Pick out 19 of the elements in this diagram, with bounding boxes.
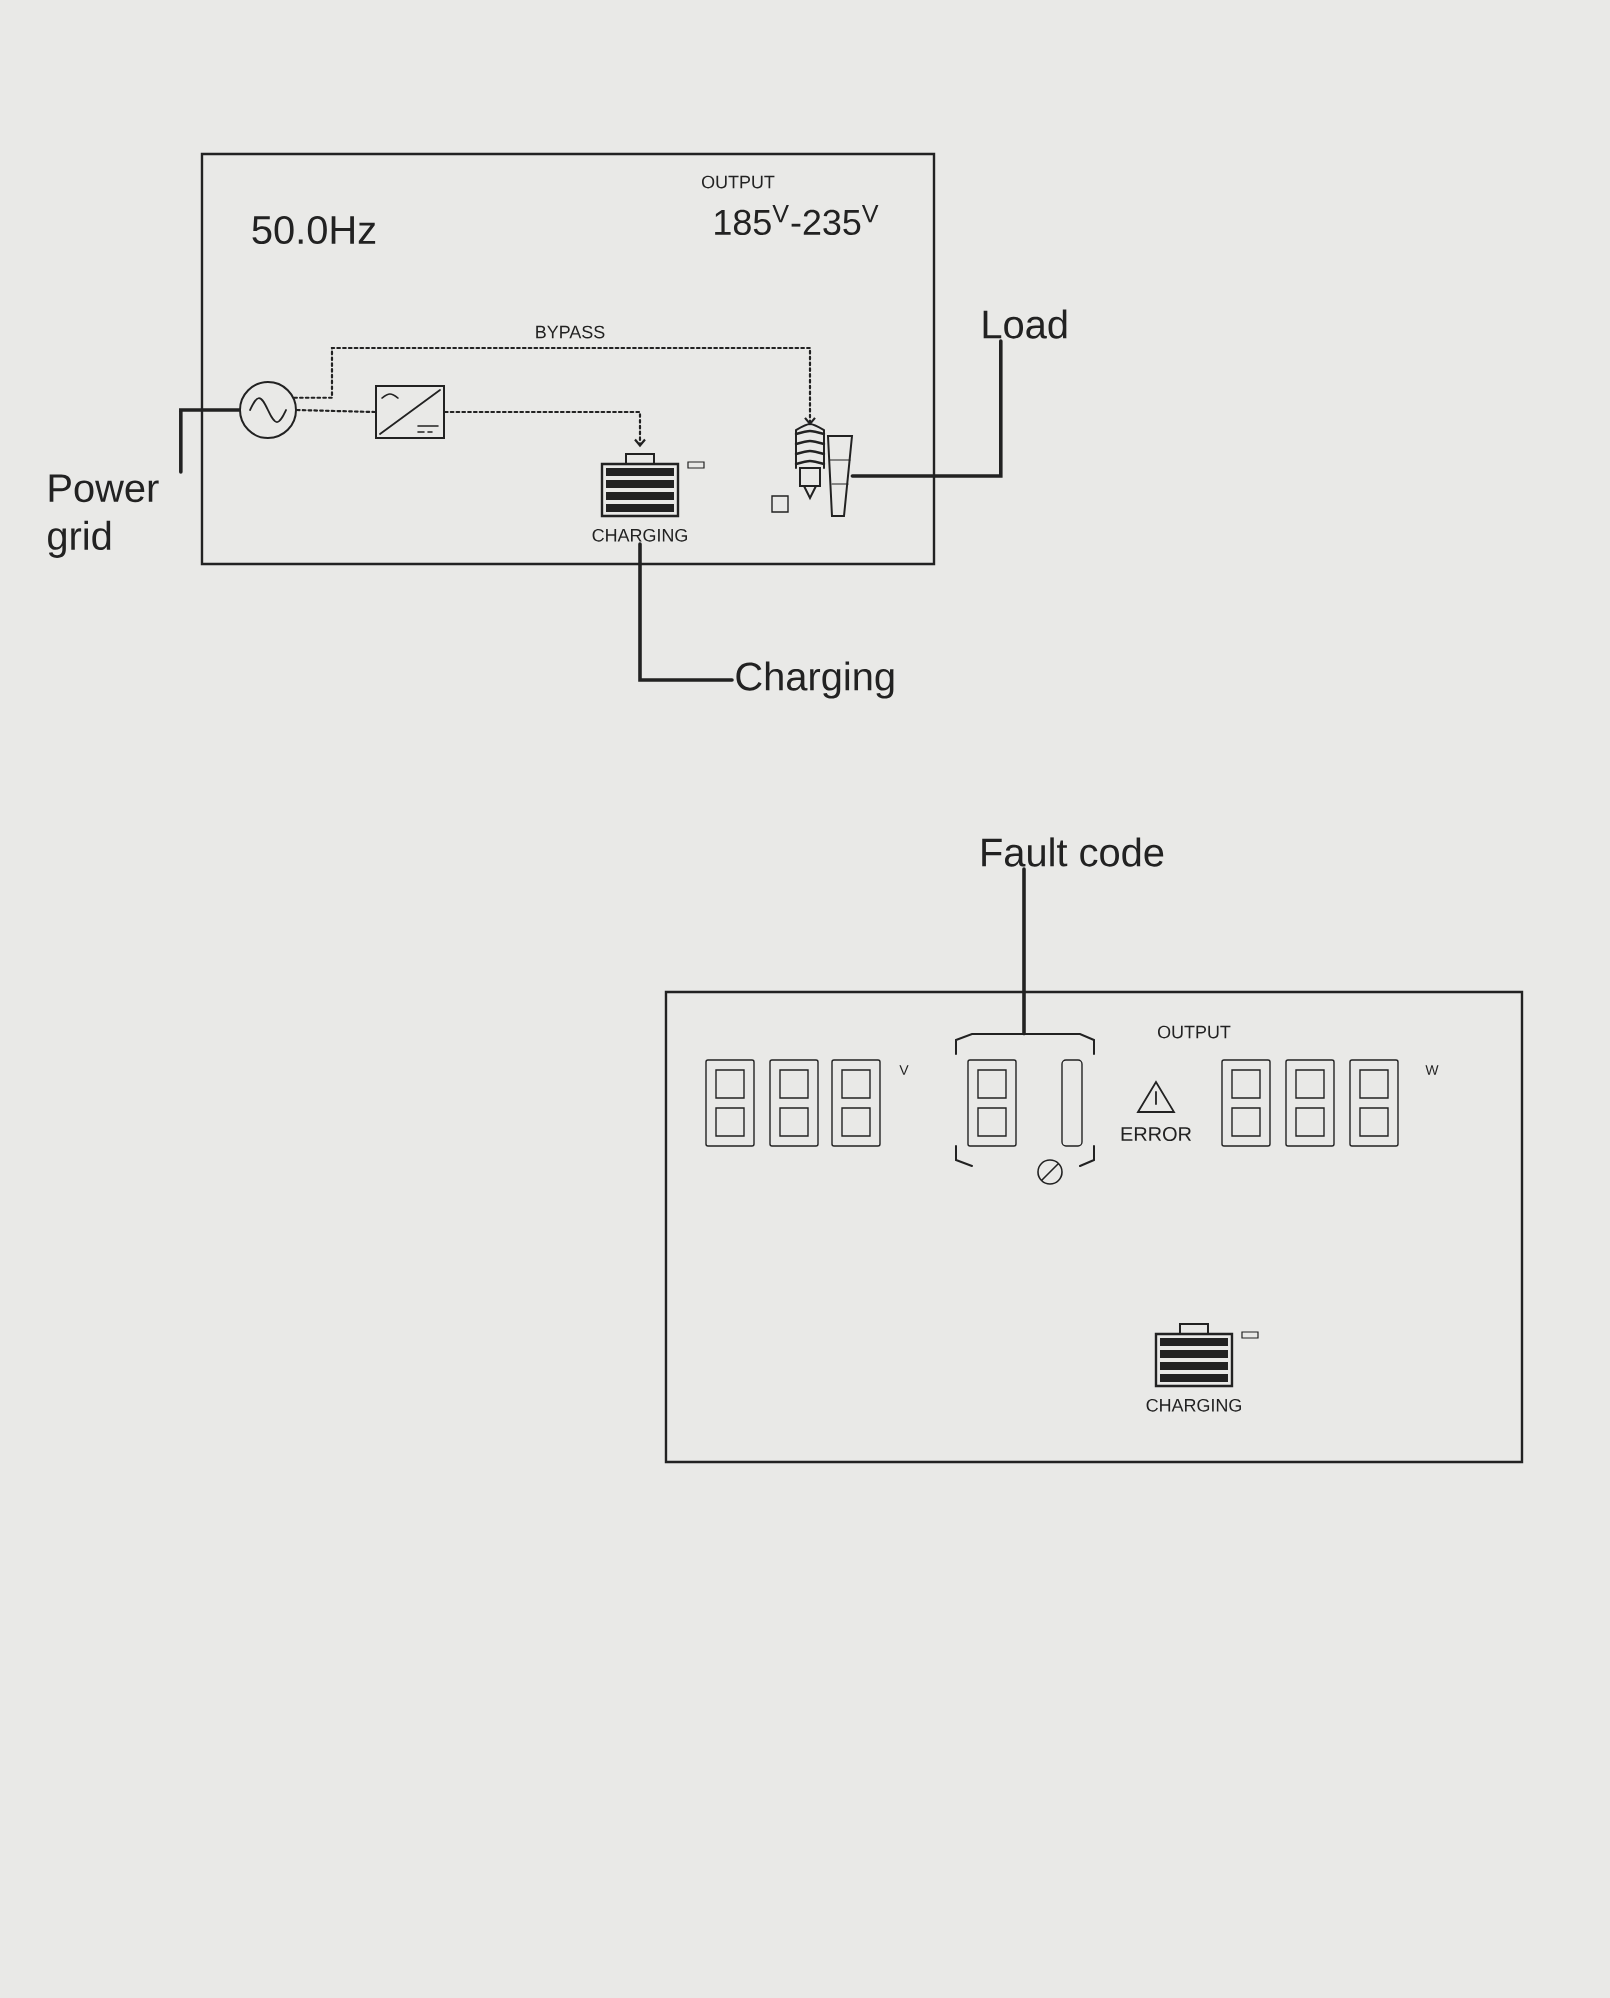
connector bbox=[295, 408, 377, 414]
callout-text: Load bbox=[983, 309, 1067, 339]
node-label: CHARGING bbox=[592, 528, 687, 542]
callout-text: Charging bbox=[736, 661, 894, 699]
leader-line bbox=[179, 408, 241, 474]
power-grid-symbol bbox=[239, 381, 297, 439]
connector bbox=[443, 410, 646, 448]
callout-text: Fault code bbox=[982, 837, 1164, 867]
inverter-symbol bbox=[375, 385, 445, 439]
battery-indicator: CHARGING bbox=[1146, 1323, 1259, 1412]
leader-line bbox=[638, 542, 734, 682]
battery-indicator: CHARGING bbox=[592, 453, 705, 542]
node-label: CHARGING bbox=[1146, 1398, 1241, 1412]
leader-line bbox=[850, 339, 1003, 478]
bulb-icon bbox=[771, 423, 826, 513]
connector bbox=[293, 346, 816, 426]
fault-code-bracket bbox=[955, 1033, 1095, 1167]
callout-text: Power grid bbox=[48, 474, 159, 558]
leader-line bbox=[1022, 867, 1026, 1036]
